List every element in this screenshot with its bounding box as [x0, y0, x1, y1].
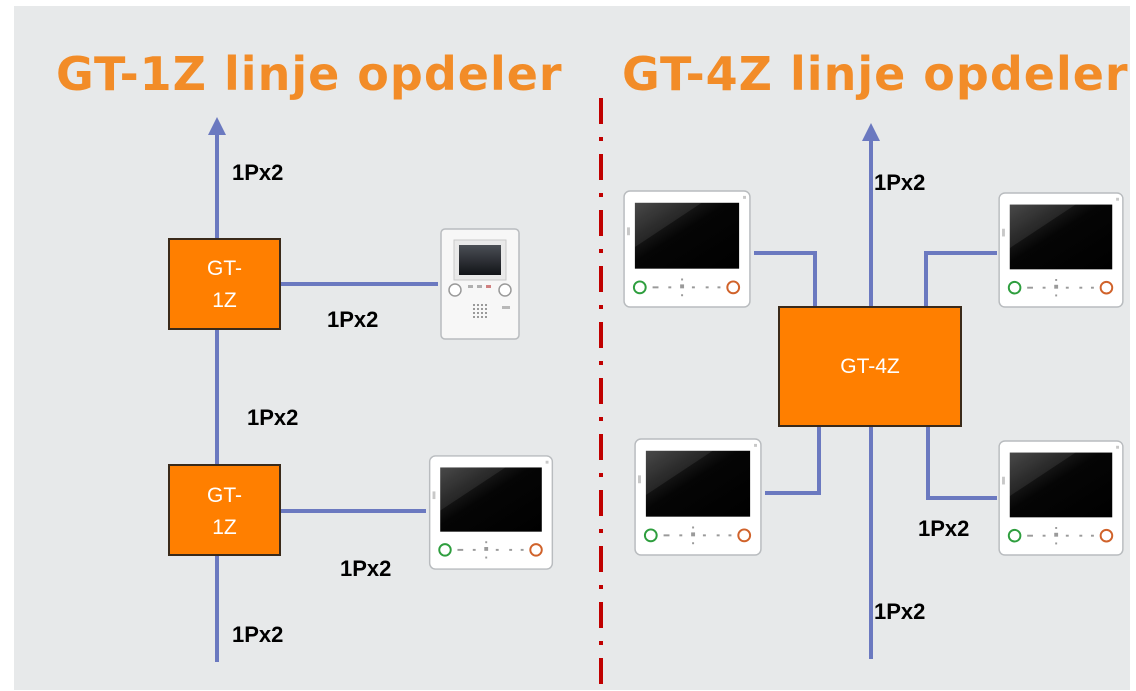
label-left-riser-middle: 1Px2 [247, 405, 298, 430]
gt1z-top-label-line1: GT- [207, 257, 242, 280]
label-left-riser-top: 1Px2 [232, 160, 283, 185]
right-title: GT-4Z linje opdeler [622, 47, 1129, 101]
right-monitor-top-left-image [623, 190, 751, 308]
left-monitor-image [428, 455, 554, 570]
right-branch-bottom-right-line [926, 426, 997, 500]
gt1z-top-box: GT- 1Z [168, 238, 281, 330]
gt4z-box: GT-4Z [778, 306, 962, 427]
gt1z-bottom-label-line1: GT- [207, 484, 242, 507]
right-riser-arrowhead [862, 123, 880, 141]
label-right-branch-bottom-right: 1Px2 [918, 516, 969, 541]
right-monitor-top-right-image [998, 192, 1124, 308]
gt4z-label: GT-4Z [840, 355, 900, 378]
left-riser-arrowhead [208, 117, 226, 135]
gt1z-top-label-line2: 1Z [212, 289, 237, 312]
right-monitor-bottom-right-image [998, 440, 1124, 556]
right-monitor-bottom-left-image [634, 438, 762, 556]
label-left-branch-top: 1Px2 [327, 307, 378, 332]
label-left-riser-bottom: 1Px2 [232, 622, 283, 647]
right-branch-bottom-left-line [765, 426, 821, 495]
label-right-riser-bottom: 1Px2 [874, 599, 925, 624]
intercom-phone-image [440, 228, 520, 340]
right-branch-top-right-line [924, 251, 997, 307]
right-branch-top-left-line [754, 251, 817, 307]
label-right-riser-top: 1Px2 [874, 170, 925, 195]
label-left-branch-bottom: 1Px2 [340, 556, 391, 581]
gt1z-bottom-label-line2: 1Z [212, 516, 237, 539]
panel-background [14, 6, 1130, 690]
gt1z-bottom-box: GT- 1Z [168, 464, 281, 556]
left-title: GT-1Z linje opdeler [56, 47, 563, 101]
